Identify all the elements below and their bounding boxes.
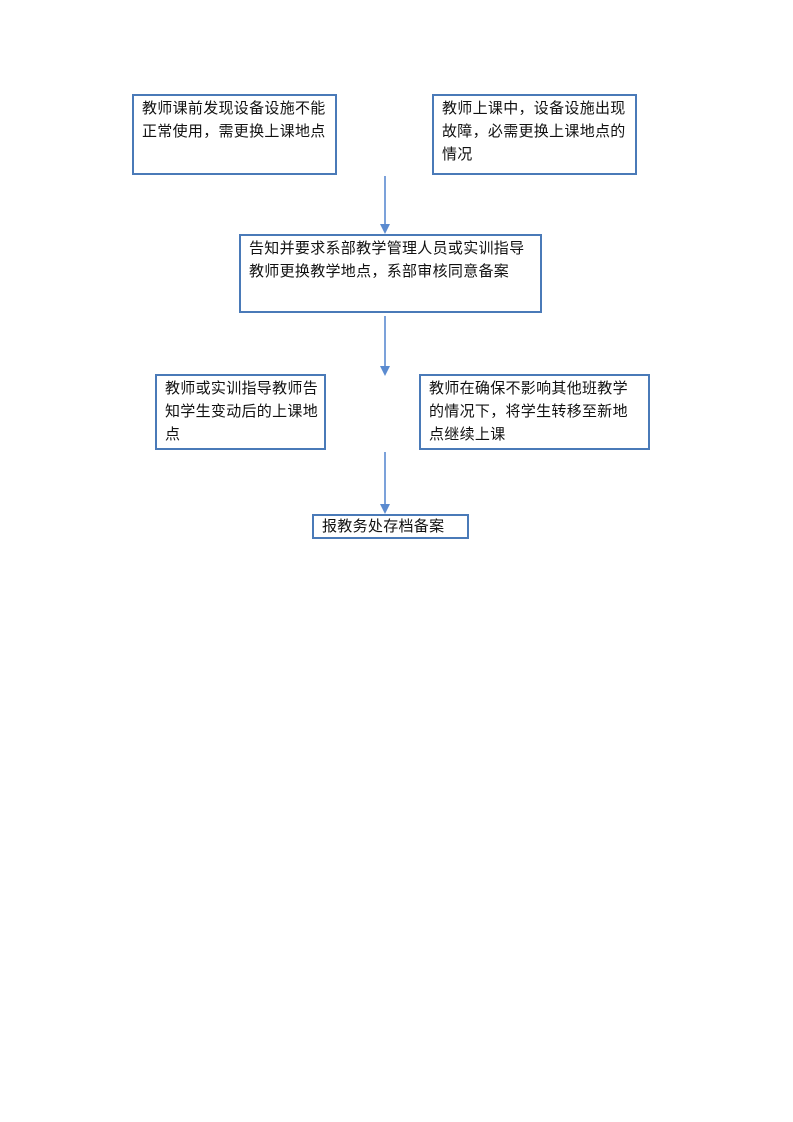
node-text: 报教务处存档备案 xyxy=(322,517,445,535)
node-notify-department: 告知并要求系部教学管理人员或实训指导教师更换教学地点，系部审核同意备案 xyxy=(239,234,542,313)
node-notify-students: 教师或实训指导教师告知学生变动后的上课地点 xyxy=(155,374,326,450)
node-teacher-before-class: 教师课前发现设备设施不能正常使用，需更换上课地点 xyxy=(132,94,337,175)
node-text: 教师或实训指导教师告知学生变动后的上课地点 xyxy=(165,379,319,443)
node-report-archive: 报教务处存档备案 xyxy=(312,514,469,539)
node-teacher-during-class: 教师上课中，设备设施出现故障，必需更换上课地点的情况 xyxy=(432,94,637,175)
node-text: 告知并要求系部教学管理人员或实训指导教师更换教学地点，系部审核同意备案 xyxy=(249,239,525,280)
node-text: 教师上课中，设备设施出现故障，必需更换上课地点的情况 xyxy=(442,99,626,163)
node-text: 教师在确保不影响其他班教学的情况下，将学生转移至新地点继续上课 xyxy=(429,379,628,443)
node-text: 教师课前发现设备设施不能正常使用，需更换上课地点 xyxy=(142,99,326,140)
node-transfer-students: 教师在确保不影响其他班教学的情况下，将学生转移至新地点继续上课 xyxy=(419,374,650,450)
